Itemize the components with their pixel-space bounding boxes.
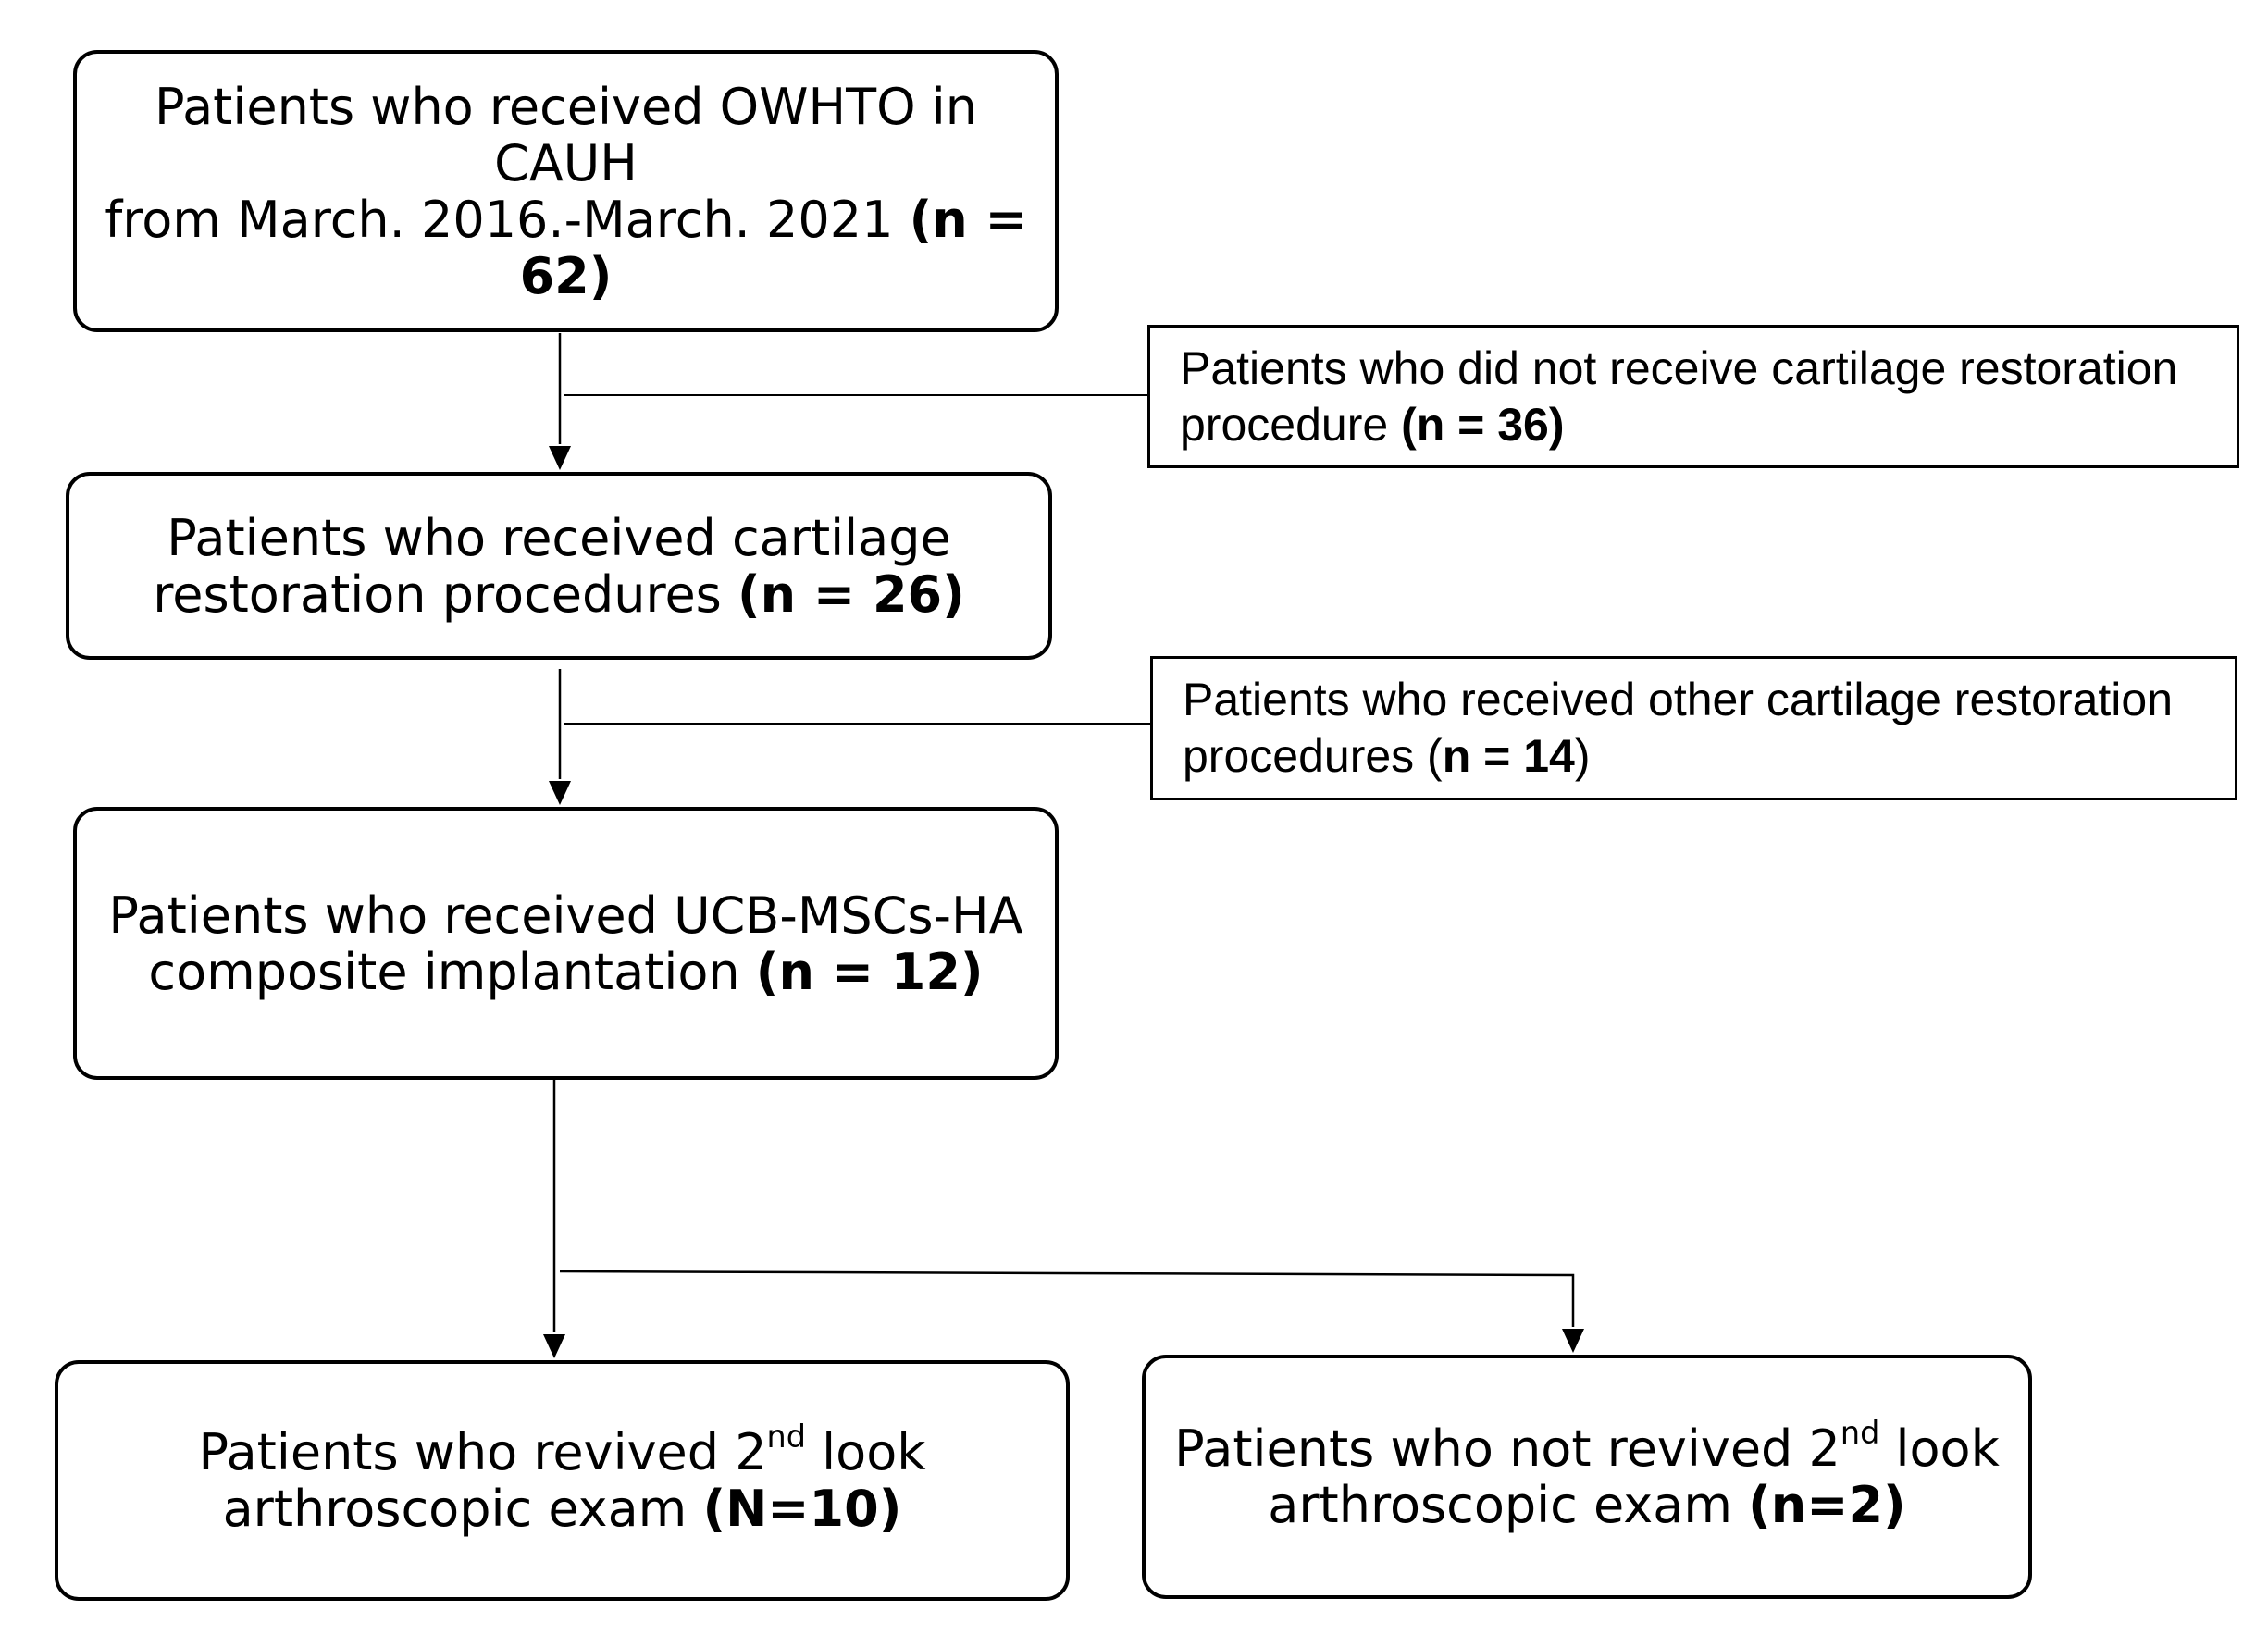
exclusion-1-text: Patients who did not receive cartilage r… <box>1180 341 2177 453</box>
box-second-look-not-received-text: Patients who not revived 2nd look arthro… <box>1174 1418 2000 1534</box>
box-cartilage-count: (n = 26) <box>737 564 965 624</box>
box-second-look-received: Patients who revived 2nd look arthroscop… <box>55 1360 1070 1601</box>
exclusion-no-cartilage-restoration: Patients who did not receive cartilage r… <box>1147 325 2239 468</box>
arrowhead-b3 <box>549 781 571 805</box>
exclusion-1-count: (n = 36) <box>1401 398 1565 451</box>
box-b5-count: (n=2) <box>1748 1476 1906 1534</box>
box-owhto-patients: Patients who received OWHTO in CAUH from… <box>73 50 1059 332</box>
arrow-branch-to-b5 <box>559 1270 1575 1327</box>
box-cartilage-restoration: Patients who received cartilage restorat… <box>66 472 1052 660</box>
box-second-look-not-received: Patients who not revived 2nd look arthro… <box>1142 1355 2032 1599</box>
box-ucb-mscs-ha: Patients who received UCB-MSCs-HA compos… <box>73 807 1059 1080</box>
exclusion-1-line2: procedure <box>1180 398 1389 451</box>
exclusion-2-text: Patients who received other cartilage re… <box>1183 672 2173 785</box>
box-b5-post: look <box>1879 1419 2000 1478</box>
box-second-look-received-text: Patients who revived 2nd look arthroscop… <box>198 1421 926 1538</box>
exclusion-other-cartilage-restoration: Patients who received other cartilage re… <box>1150 656 2237 800</box>
arrowhead-b4 <box>543 1334 565 1358</box>
box-ucb-line2: composite implantation <box>148 942 740 1001</box>
box-owhto-line1: Patients who received OWHTO in CAUH <box>154 77 978 192</box>
exclusion-2-line2b: ) <box>1574 730 1591 782</box>
box-cartilage-line1: Patients who received cartilage <box>167 508 951 567</box>
box-owhto-text: Patients who received OWHTO in CAUH from… <box>86 79 1046 304</box>
box-b5-line2: arthroscopic exam <box>1268 1476 1732 1534</box>
exclusion-2-line2a: procedures ( <box>1183 730 1443 782</box>
box-b4-line2: arthroscopic exam <box>222 1480 688 1538</box>
box-ucb-count: (n = 12) <box>755 942 984 1001</box>
box-owhto-count: (n = 62) <box>519 190 1027 305</box>
arrowhead-b2 <box>549 446 571 470</box>
box-cartilage-text: Patients who received cartilage restorat… <box>153 510 965 623</box>
exclusion-1-line1: Patients who did not receive cartilage r… <box>1180 341 2178 394</box>
box-b4-sup: nd <box>766 1418 807 1455</box>
box-ucb-text: Patients who received UCB-MSCs-HA compos… <box>108 887 1022 1000</box>
box-b4-pre: Patients who revived 2 <box>198 1423 767 1481</box>
box-b5-pre: Patients who not revived 2 <box>1174 1419 1840 1478</box>
box-ucb-line1: Patients who received UCB-MSCs-HA <box>108 886 1023 945</box>
exclusion-2-line1: Patients who received other cartilage re… <box>1183 674 2174 725</box>
arrowhead-b5 <box>1562 1329 1584 1353</box>
box-b4-post: look <box>806 1423 926 1481</box>
box-cartilage-line2: restoration procedures <box>153 564 722 624</box>
box-owhto-line2: from March. 2016.-March. 2021 <box>105 190 894 249</box>
box-b4-count: (N=10) <box>702 1480 902 1538</box>
exclusion-2-count: n = 14 <box>1442 730 1575 782</box>
box-b5-sup: nd <box>1840 1414 1880 1451</box>
